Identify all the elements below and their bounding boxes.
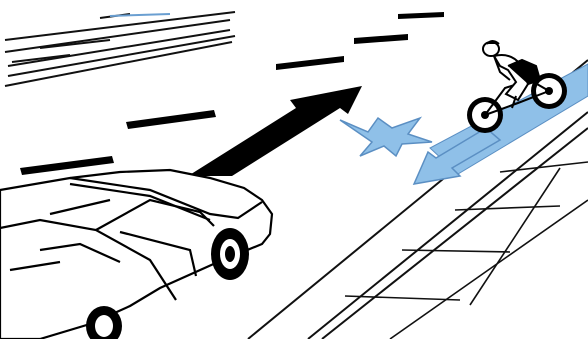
direction-arrow-icon: [188, 86, 362, 176]
sidewalk-grid-lines: [345, 162, 588, 339]
far-lane-accent: [110, 14, 170, 16]
far-road-edge-lines: [5, 12, 235, 86]
lane-marking-icon: [340, 118, 432, 156]
car-front-wheel: [211, 228, 249, 280]
